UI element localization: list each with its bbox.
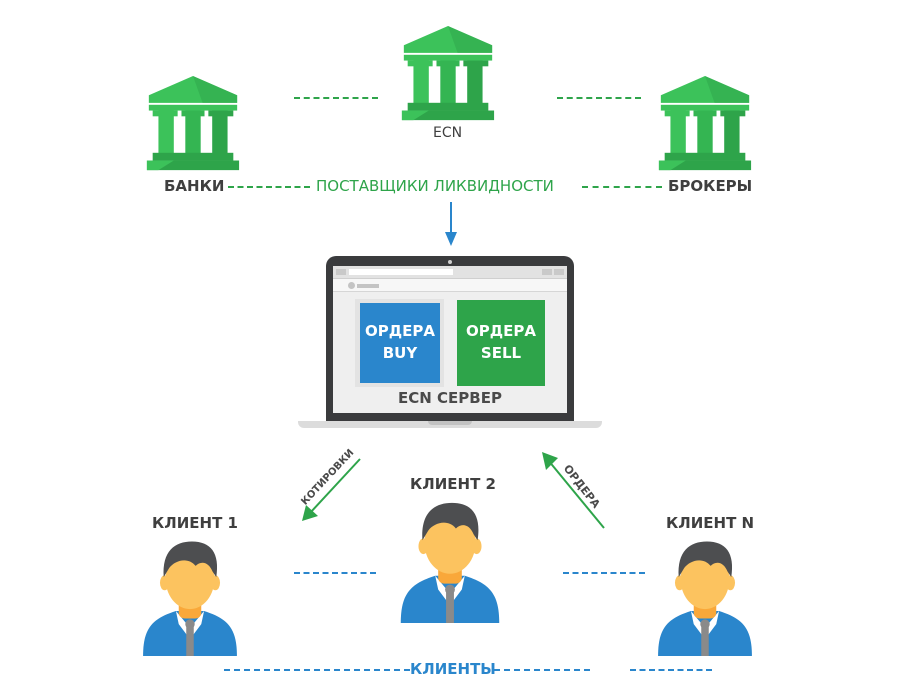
avatar-dot [348,282,355,289]
bank-icon-ecn [401,26,495,121]
dash-clients-far-right [630,669,712,671]
browser-button [554,269,564,275]
dash-ecn-brokers [557,97,641,99]
dash-banks-ecn [294,97,378,99]
sell-orders-box [457,300,545,386]
client-2-avatar-icon [400,502,500,623]
sell-orders-line2: SELL [480,344,522,362]
client-n-avatar-icon [658,541,752,656]
ecn-server-label: ECN СЕРВЕР [398,389,502,407]
quotes-arrow-icon [302,458,361,521]
client-1-avatar-icon [143,541,237,656]
orders-arrow-icon [542,452,605,529]
liquidity-providers-label: ПОСТАВЩИКИ ЛИКВИДНОСТИ [316,177,554,195]
dash-banks-liquidity [228,186,310,188]
client-1-label: КЛИЕНТ 1 [152,514,238,532]
ecn-label: ECN [433,125,463,141]
buy-orders-box [360,303,440,383]
dash-client2-clientn [563,572,645,574]
bank-icon-banks [146,76,240,171]
dash-clients-right [494,669,590,671]
dash-liquidity-brokers [582,186,662,188]
laptop-notch [428,421,472,425]
client-2-label: КЛИЕНТ 2 [410,475,496,493]
brokers-label: БРОКЕРЫ [668,177,753,195]
sell-orders-line1: ОРДЕРА [466,322,536,340]
banks-label: БАНКИ [164,177,225,195]
client-n-label: КЛИЕНТ N [666,514,755,532]
laptop-camera [448,260,452,264]
clients-group-label: КЛИЕНТЫ [410,660,496,678]
arrow-down-icon [445,202,457,246]
user-name-placeholder [357,284,379,288]
buy-orders-line1: ОРДЕРА [365,322,435,340]
browser-button [542,269,552,275]
bank-icon-brokers [658,76,752,171]
browser-address-bar [349,269,453,275]
browser-tab [336,269,346,275]
dash-client1-client2 [294,572,376,574]
browser-subbar [333,279,567,292]
dash-clients-left [224,669,410,671]
buy-orders-line2: BUY [382,344,418,362]
